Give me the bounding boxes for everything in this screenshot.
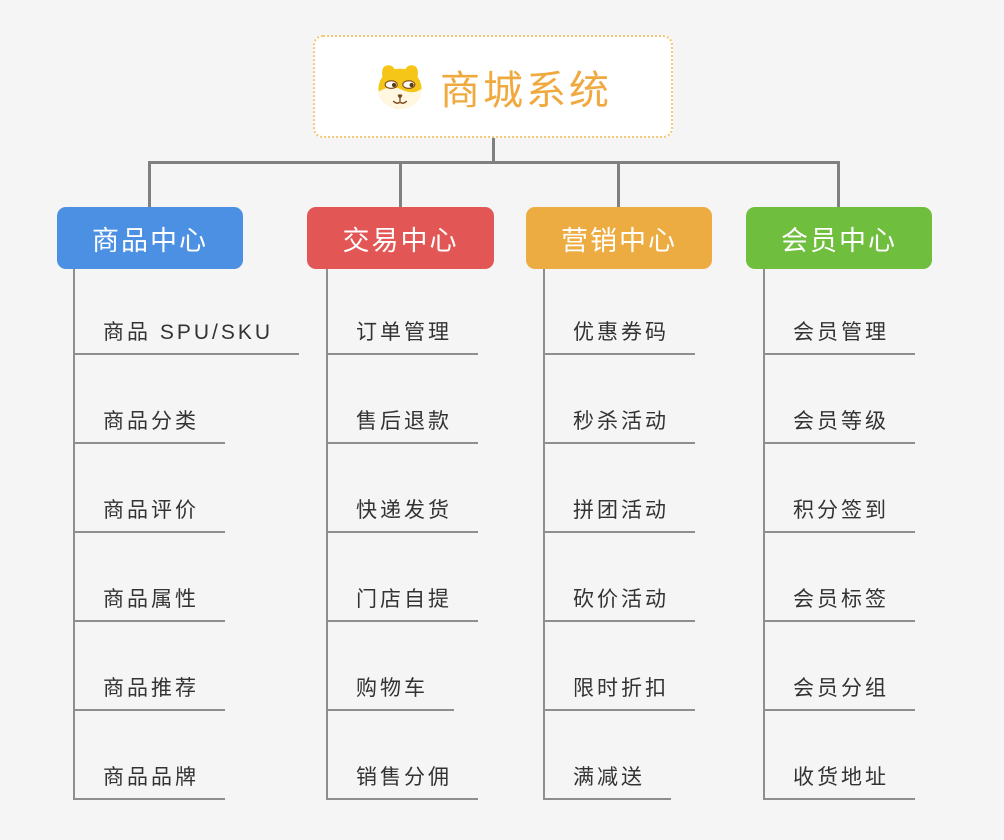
leaf-node[interactable]: 拼团活动 (545, 444, 695, 533)
branch-node-member-center[interactable]: 会员中心 (746, 207, 932, 269)
leaf-node[interactable]: 优惠券码 (545, 269, 695, 355)
branch-node-product-center[interactable]: 商品中心 (57, 207, 243, 269)
leaf-node[interactable]: 商品推荐 (75, 622, 225, 711)
leaf-node[interactable]: 商品评价 (75, 444, 225, 533)
leaf-node[interactable]: 销售分佣 (328, 711, 478, 800)
leaf-node[interactable]: 快递发货 (328, 444, 478, 533)
branch-children-member: 会员管理 会员等级 积分签到 会员标签 会员分组 收货地址 (763, 269, 915, 800)
leaf-node[interactable]: 门店自提 (328, 533, 478, 622)
leaf-node[interactable]: 会员管理 (765, 269, 915, 355)
leaf-node[interactable]: 商品 SPU/SKU (75, 269, 300, 355)
connector-drop-member (837, 161, 840, 207)
connector-drop-marketing (617, 161, 620, 207)
dog-face-icon (378, 64, 422, 109)
leaf-node[interactable]: 商品分类 (75, 355, 225, 444)
leaf-node[interactable]: 积分签到 (765, 444, 915, 533)
leaf-node[interactable]: 砍价活动 (545, 533, 695, 622)
branch-node-trade-center[interactable]: 交易中心 (307, 207, 494, 269)
connector-drop-trade (399, 161, 402, 207)
leaf-node[interactable]: 秒杀活动 (545, 355, 695, 444)
root-title: 商城系统 (440, 68, 612, 113)
leaf-node[interactable]: 商品属性 (75, 533, 225, 622)
leaf-node[interactable]: 会员分组 (765, 622, 915, 711)
leaf-node[interactable]: 满减送 (545, 711, 671, 800)
connector-horizontal-bus (148, 161, 840, 164)
leaf-node[interactable]: 商品品牌 (75, 711, 225, 800)
connector-root-stem (492, 138, 495, 163)
branch-children-trade: 订单管理 售后退款 快递发货 门店自提 购物车 销售分佣 (326, 269, 478, 800)
leaf-node[interactable]: 会员标签 (765, 533, 915, 622)
leaf-node[interactable]: 限时折扣 (545, 622, 695, 711)
leaf-node[interactable]: 售后退款 (328, 355, 478, 444)
branch-node-marketing-center[interactable]: 营销中心 (526, 207, 712, 269)
leaf-node[interactable]: 订单管理 (328, 269, 478, 355)
leaf-node[interactable]: 购物车 (328, 622, 454, 711)
branch-children-product: 商品 SPU/SKU 商品分类 商品评价 商品属性 商品推荐 商品品牌 (73, 269, 300, 800)
connector-drop-product (148, 161, 151, 207)
root-node[interactable]: 商城系统 (313, 35, 673, 138)
branch-children-marketing: 优惠券码 秒杀活动 拼团活动 砍价活动 限时折扣 满减送 (543, 269, 695, 800)
leaf-node[interactable]: 收货地址 (765, 711, 915, 800)
leaf-node[interactable]: 会员等级 (765, 355, 915, 444)
